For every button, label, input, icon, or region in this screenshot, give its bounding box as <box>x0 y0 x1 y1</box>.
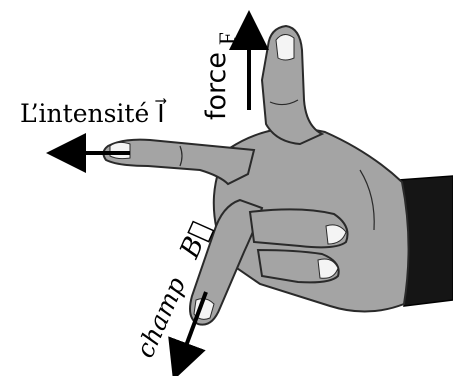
ring-nail <box>325 224 347 245</box>
force-label: force <box>201 52 232 120</box>
index-finger <box>102 138 256 186</box>
palm-crease <box>359 169 375 231</box>
index-nail <box>109 141 131 160</box>
little-finger <box>256 248 340 284</box>
field-arrow <box>168 291 208 376</box>
thumb <box>260 24 325 146</box>
thumb-crease <box>269 99 299 106</box>
thumb-nail <box>275 34 295 61</box>
middle-finger <box>189 198 264 326</box>
ring-finger <box>248 208 349 249</box>
force-symbol-label: F <box>215 32 240 45</box>
little-nail <box>317 258 339 279</box>
intensity-label: L’intensité I⃗ <box>20 99 165 128</box>
index-crease <box>179 145 183 167</box>
